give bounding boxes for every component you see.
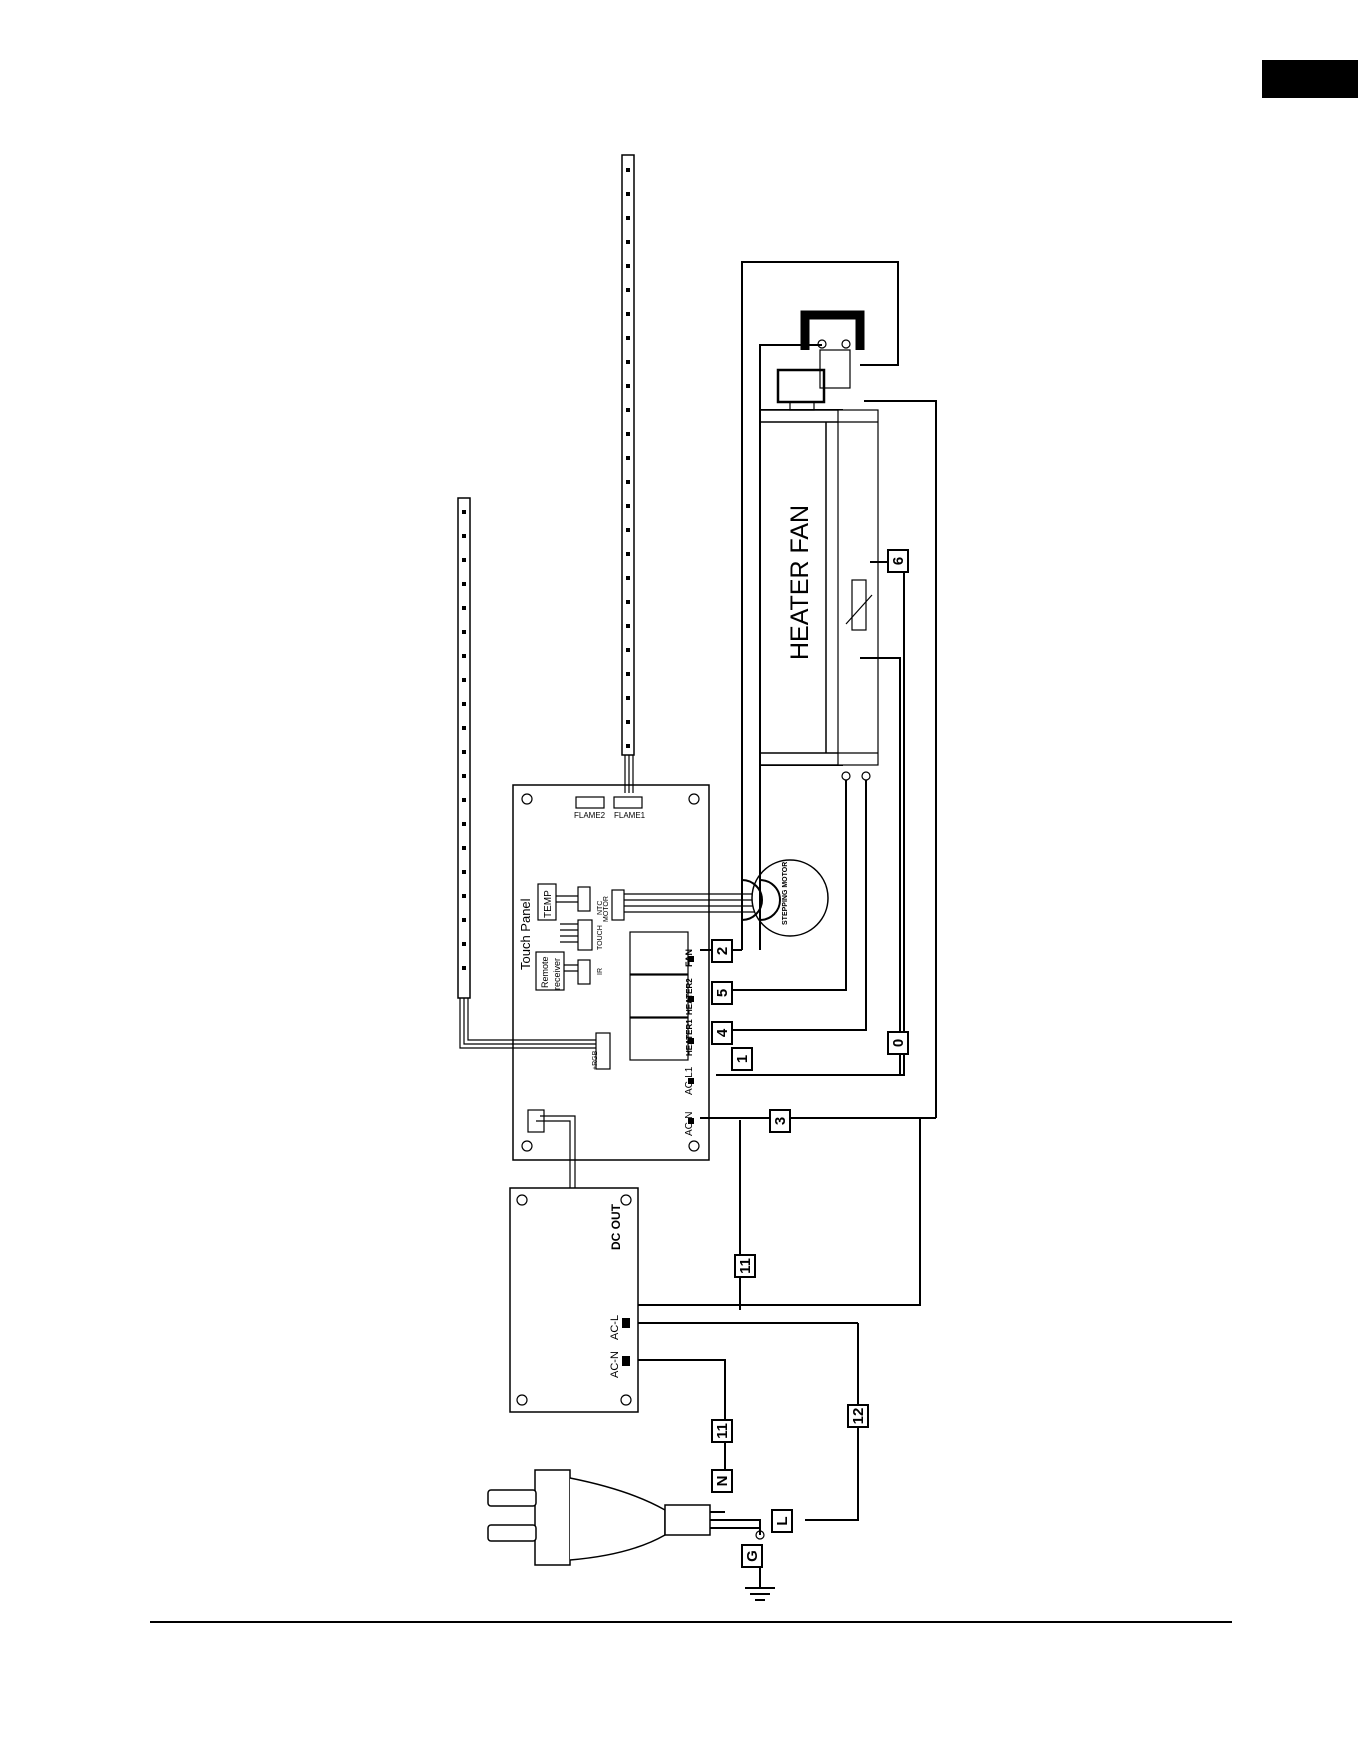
- led: [626, 672, 630, 676]
- led: [626, 336, 630, 340]
- stepping-label: STEPPING MOTOR: [782, 862, 789, 925]
- led: [462, 702, 466, 706]
- wire-tag-t3: 3: [772, 1117, 789, 1125]
- led: [626, 240, 630, 244]
- led-strip-short: [458, 498, 470, 998]
- led: [626, 600, 630, 604]
- led: [462, 582, 466, 586]
- led: [626, 192, 630, 196]
- wire-tag-l: L: [774, 1516, 791, 1525]
- wire-tag-t1: 1: [734, 1055, 751, 1063]
- wire-tag-t11a: 11: [737, 1258, 754, 1274]
- dc-out-label: DC OUT: [609, 1203, 623, 1250]
- wire-tag-t4: 4: [714, 1028, 731, 1037]
- led: [626, 744, 630, 748]
- led: [462, 510, 466, 514]
- led: [626, 528, 630, 532]
- led: [462, 942, 466, 946]
- wire-tag-n: N: [714, 1476, 731, 1487]
- led: [462, 966, 466, 970]
- ir-label: IR: [597, 968, 604, 975]
- led: [626, 216, 630, 220]
- led: [626, 384, 630, 388]
- led: [626, 648, 630, 652]
- led: [462, 750, 466, 754]
- touch-label: TOUCH: [597, 925, 604, 950]
- led: [626, 264, 630, 268]
- led: [626, 288, 630, 292]
- led: [626, 480, 630, 484]
- motor-label: MOTOR: [603, 896, 610, 922]
- remote-label: Remote: [540, 956, 550, 988]
- led: [462, 606, 466, 610]
- led: [462, 654, 466, 658]
- led: [626, 360, 630, 364]
- led: [626, 720, 630, 724]
- heater-fan: HEATER FAN: [760, 350, 878, 765]
- heater1-label: HEATER1: [685, 1019, 694, 1056]
- temp-label: TEMP: [543, 890, 554, 918]
- led: [626, 504, 630, 508]
- led: [626, 696, 630, 700]
- wire-tag-t12: 12: [850, 1408, 867, 1425]
- led: [462, 870, 466, 874]
- led: [462, 558, 466, 562]
- led: [462, 822, 466, 826]
- wire-tag-t2: 2: [714, 947, 731, 955]
- control-board: FLAME2 FLAME1 TEMP NTC MOTOR Touch Panel…: [513, 785, 709, 1160]
- wire-tag-t0: 0: [890, 1039, 907, 1047]
- wire-tag-t11b: 11: [714, 1423, 731, 1439]
- led: [462, 534, 466, 538]
- led: [626, 624, 630, 628]
- led: [462, 798, 466, 802]
- stepping-motor: STEPPING MOTOR: [752, 860, 828, 936]
- led: [462, 630, 466, 634]
- led: [626, 408, 630, 412]
- wire-tag-t6: 6: [890, 557, 907, 565]
- rgb-label: +RGB: [592, 1050, 599, 1070]
- flame2-label: FLAME2: [574, 811, 606, 820]
- led: [462, 774, 466, 778]
- touch-panel-label: Touch Panel: [518, 898, 533, 970]
- led: [462, 894, 466, 898]
- led: [626, 312, 630, 316]
- led: [462, 678, 466, 682]
- led-strip-long: [622, 155, 634, 755]
- ac-n-psu-label: AC-N: [609, 1351, 621, 1378]
- led: [626, 168, 630, 172]
- led: [626, 456, 630, 460]
- led: [462, 846, 466, 850]
- power-supply-board: DC OUT AC-L AC-N: [510, 1188, 638, 1412]
- flame1-label: FLAME1: [614, 811, 646, 820]
- led: [626, 576, 630, 580]
- receiver-label: receiver: [552, 958, 562, 990]
- led: [462, 726, 466, 730]
- led: [626, 552, 630, 556]
- ac-l-psu-label: AC-L: [609, 1315, 621, 1340]
- led: [626, 432, 630, 436]
- heater-fan-label: HEATER FAN: [786, 505, 814, 660]
- led: [462, 918, 466, 922]
- corner-tab: [1262, 60, 1358, 98]
- wire-tag-g: G: [744, 1550, 761, 1562]
- wire-tag-t5: 5: [714, 989, 731, 997]
